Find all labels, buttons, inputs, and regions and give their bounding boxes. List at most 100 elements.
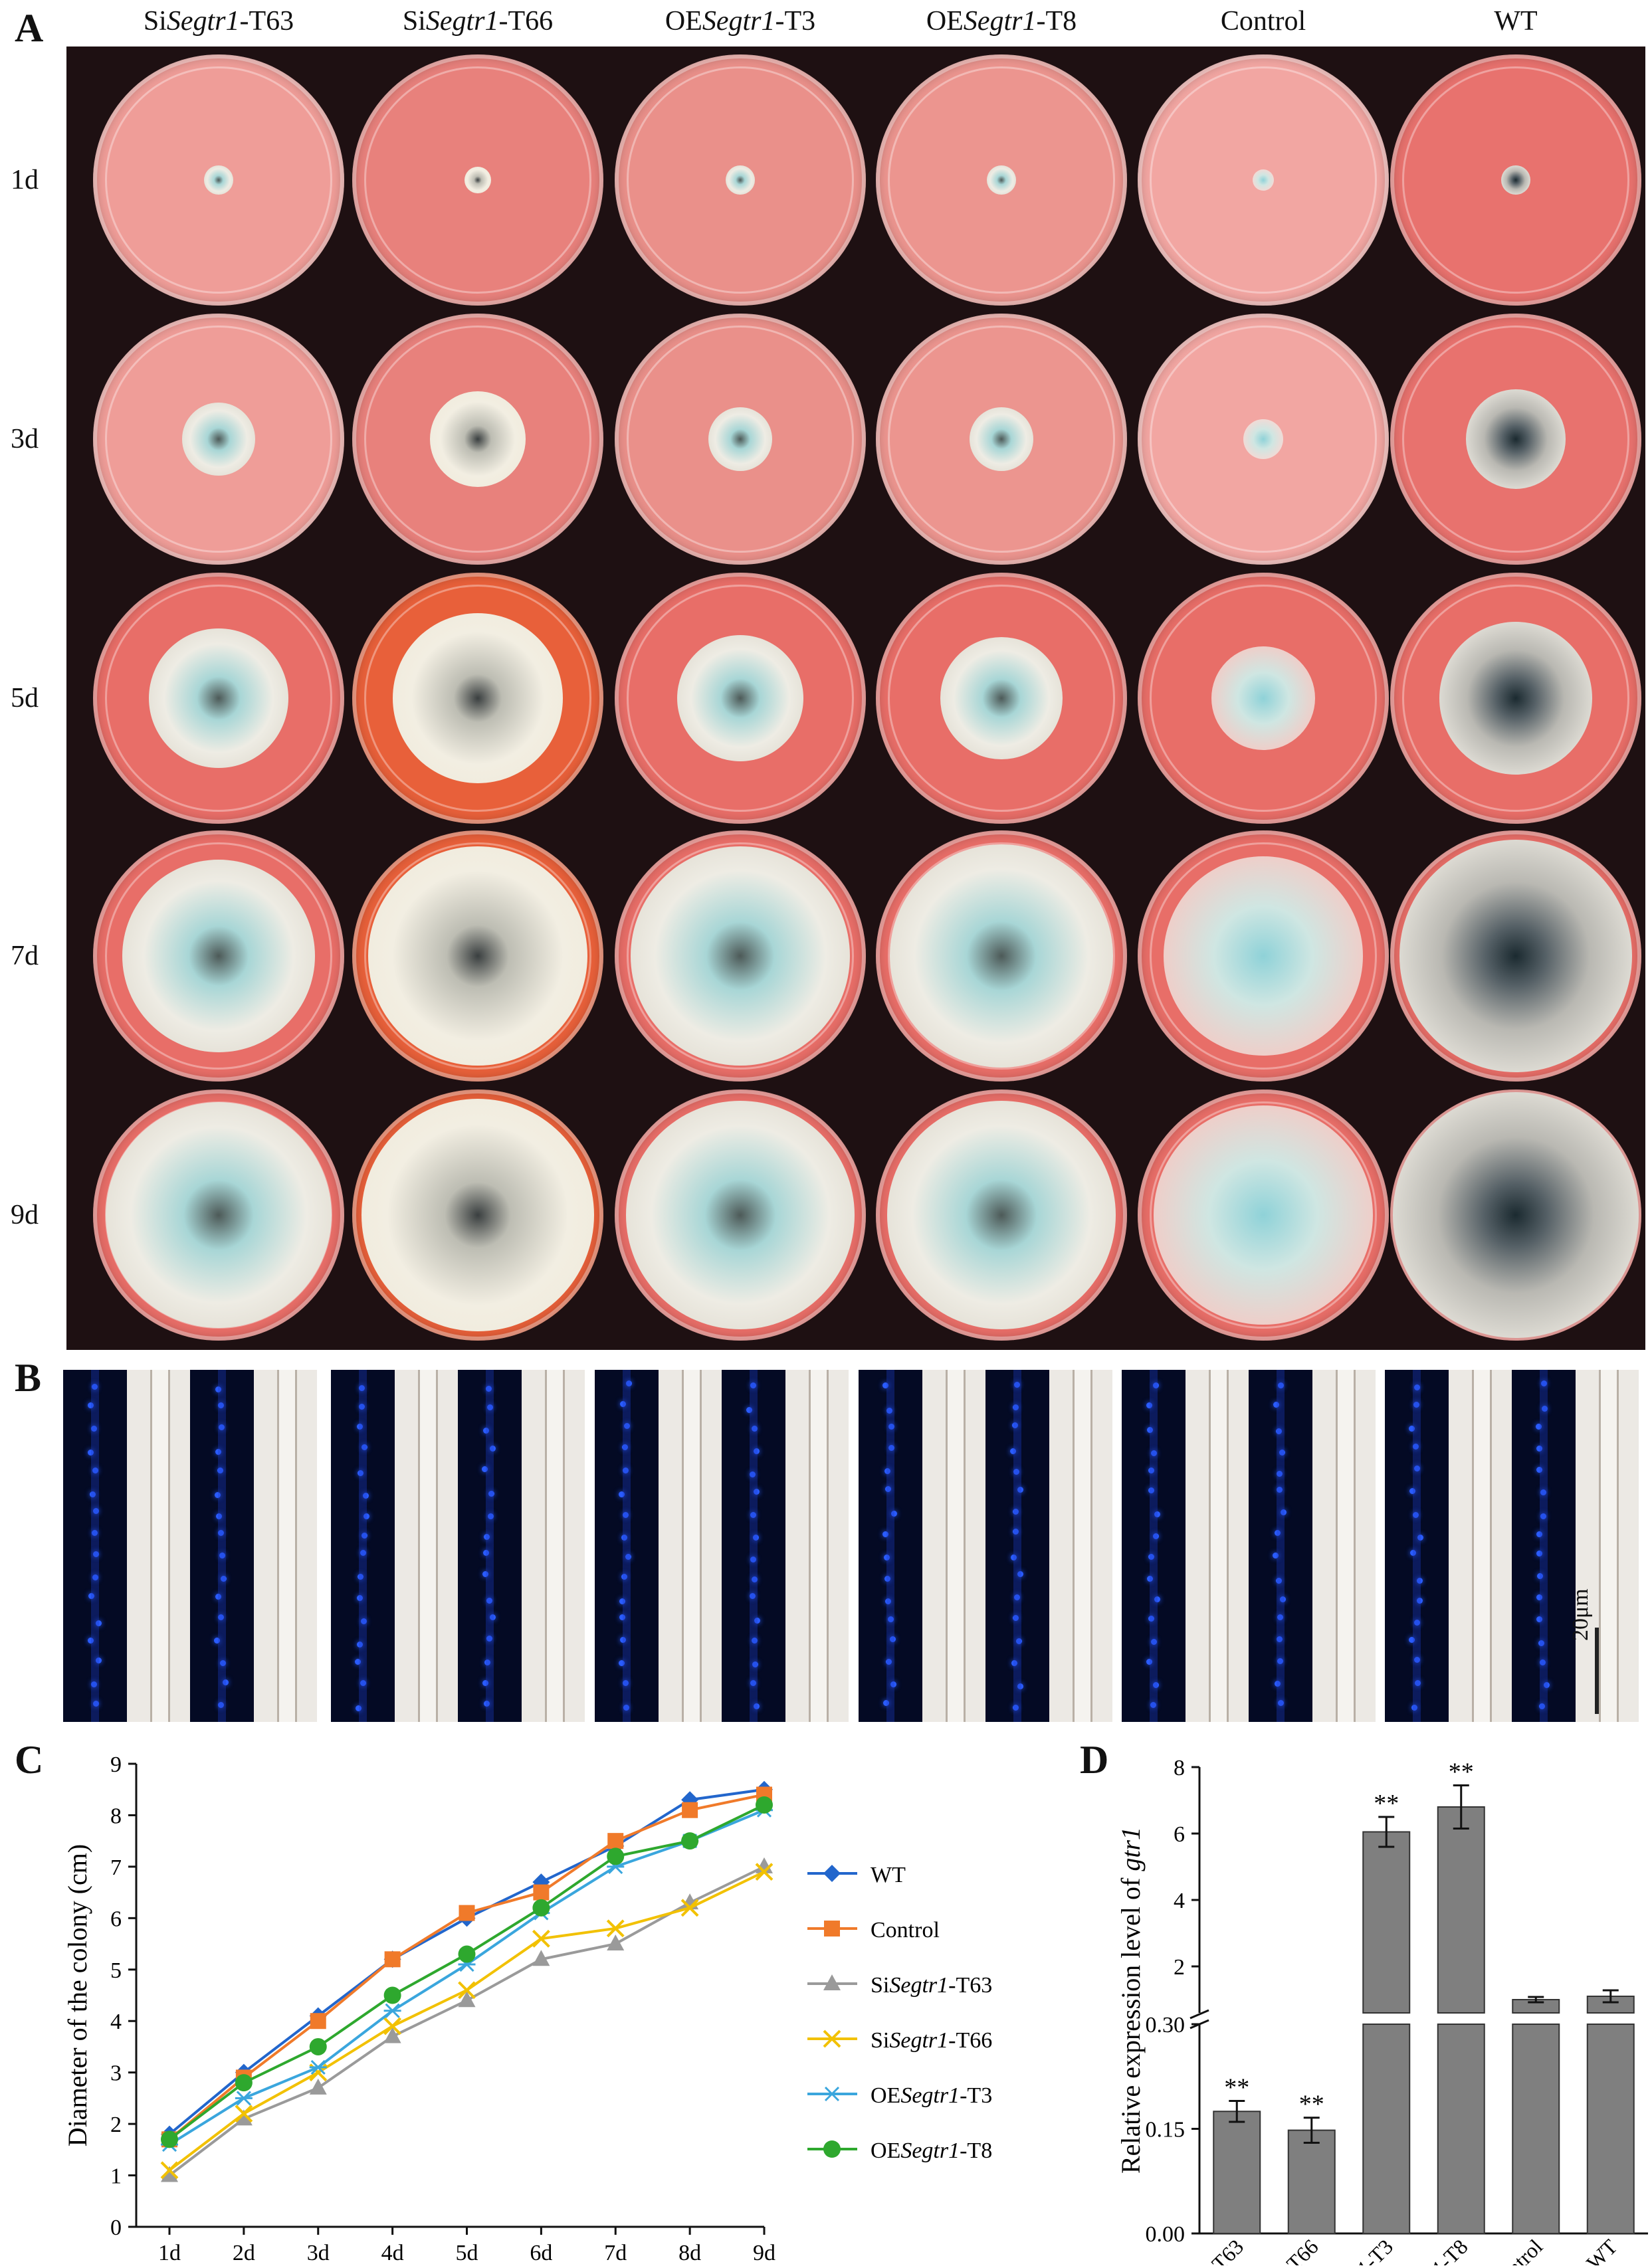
fluorescence-image: [1249, 1370, 1312, 1722]
hypha-fluorescence: [1013, 1370, 1021, 1722]
x-tick-label: 6d: [530, 2241, 552, 2265]
bar-lower: [1586, 2024, 1635, 2234]
petri-plate: [876, 573, 1127, 824]
column-label: Control: [1220, 6, 1306, 37]
bar: [1437, 1806, 1485, 2014]
x-tick-label: 3d: [307, 2241, 330, 2265]
nucleus-dot: [888, 1444, 895, 1451]
hypha-brightfield: [1073, 1370, 1093, 1722]
nucleus-dot: [752, 1661, 759, 1667]
plate-rim: [1402, 326, 1629, 553]
hypha-brightfield: [150, 1370, 171, 1722]
y-tick-label: 7: [110, 1855, 122, 1880]
nucleus-dot: [357, 1469, 363, 1476]
brightfield-image: [1575, 1370, 1639, 1722]
series: [161, 1802, 773, 2152]
fungal-colony: [430, 391, 526, 487]
nucleus-dot: [1538, 1703, 1545, 1710]
fungal-colony: [122, 860, 315, 1052]
plate-rim: [627, 66, 854, 294]
nucleus-dot: [93, 1700, 100, 1707]
nucleus-dot: [215, 1386, 222, 1392]
nucleus-dot: [1538, 1640, 1545, 1647]
fungal-colony: [106, 1102, 332, 1328]
nucleus-dot: [754, 1448, 760, 1454]
hypha-brightfield: [545, 1370, 566, 1722]
nucleus-dot: [358, 1385, 365, 1392]
hypha-brightfield: [277, 1370, 298, 1722]
scale-bar-label: 20μm: [1568, 1588, 1593, 1641]
microscopy-panel: [595, 1370, 849, 1722]
nucleus-dot: [1146, 1576, 1153, 1582]
nucleus-dot: [91, 1383, 98, 1390]
nucleus-dot: [482, 1679, 488, 1686]
fungal-colony: [726, 165, 755, 195]
nucleus-dot: [1536, 1446, 1543, 1452]
nucleus-dot: [357, 1424, 363, 1430]
plate-rim: [888, 842, 1115, 1070]
nucleus-dot: [750, 1680, 756, 1687]
petri-plate: [93, 1089, 344, 1341]
hypha-fluorescence: [1412, 1370, 1421, 1722]
data-point: [756, 1796, 773, 1814]
nucleus-dot: [1013, 1529, 1019, 1535]
nucleus-dot: [1013, 1404, 1019, 1411]
petri-plate: [93, 314, 344, 565]
nucleus-dot: [221, 1575, 227, 1582]
y-tick-label: 1: [110, 2164, 122, 2189]
nucleus-dot: [1013, 1381, 1020, 1388]
nucleus-dot: [90, 1681, 97, 1687]
nucleus-dot: [1541, 1380, 1548, 1387]
nucleus-dot: [1413, 1384, 1420, 1390]
data-point: [383, 2017, 402, 2035]
x-tick-label: 5d: [456, 2241, 478, 2265]
fungal-colony: [1466, 389, 1566, 489]
fluorescence-image: [331, 1370, 395, 1722]
nucleus-dot: [1275, 1681, 1281, 1687]
fungal-colony: [1439, 622, 1592, 775]
bar-lower: [1512, 2024, 1560, 2234]
nucleus-dot: [219, 1424, 225, 1431]
nucleus-dot: [220, 1660, 227, 1667]
nucleus-dot: [1146, 1402, 1152, 1409]
y-tick-label: 0: [110, 2216, 122, 2240]
nucleus-dot: [750, 1471, 756, 1477]
nucleus-dot: [217, 1701, 224, 1708]
nucleus-dot: [1017, 1683, 1024, 1690]
row-label: 3d: [11, 424, 39, 454]
y-tick-label: 2: [110, 2113, 122, 2137]
fungal-colony: [1164, 856, 1363, 1056]
nucleus-dot: [217, 1467, 223, 1473]
nucleus-dot: [1017, 1487, 1024, 1493]
y-tick-label: 8: [1174, 1756, 1185, 1780]
nucleus-dot: [750, 1512, 756, 1519]
nucleus-dot: [1016, 1638, 1022, 1644]
nucleus-dot: [1152, 1533, 1159, 1540]
fluorescence-image: [985, 1370, 1049, 1722]
nucleus-dot: [482, 1427, 489, 1434]
data-point: [235, 2091, 253, 2106]
fungal-colony: [393, 613, 563, 783]
nucleus-dot: [215, 1594, 221, 1600]
nucleus-dot: [885, 1659, 892, 1665]
fungal-colony: [987, 165, 1016, 195]
hypha-brightfield: [1472, 1370, 1493, 1722]
nucleus-dot: [1012, 1615, 1019, 1622]
nucleus-dot: [754, 1703, 760, 1710]
y-tick-label: 8: [110, 1804, 122, 1828]
hypha-fluorescence: [1149, 1370, 1158, 1722]
nucleus-dot: [489, 1614, 496, 1621]
plate-rim: [627, 326, 854, 553]
nucleus-dot: [1277, 1636, 1283, 1642]
fungal-colony: [1154, 1105, 1373, 1325]
bar: [1213, 2111, 1261, 2234]
nucleus-dot: [1150, 1450, 1157, 1456]
nucleus-dot: [1011, 1660, 1017, 1667]
fungal-colony: [708, 407, 772, 471]
microscopy-panel: [1122, 1370, 1376, 1722]
nucleus-dot: [1148, 1487, 1155, 1493]
nucleus-dot: [1540, 1489, 1546, 1496]
data-point: [681, 1832, 699, 1850]
